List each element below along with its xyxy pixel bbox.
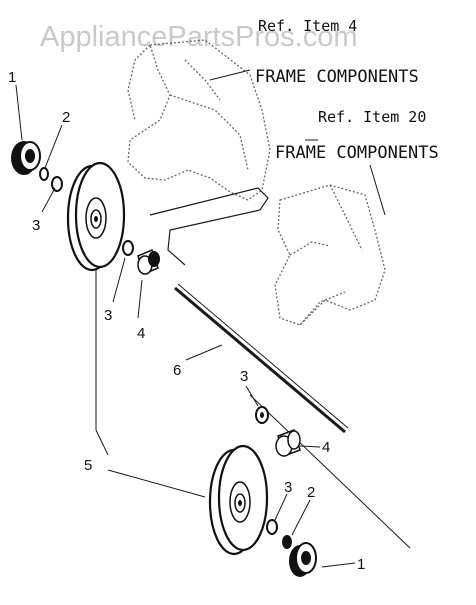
lower-washer-3-right xyxy=(266,519,278,535)
frame-components-upper-label: FRAME COMPONENTS xyxy=(255,67,419,87)
label-lower-washer-small: 2 xyxy=(307,484,315,501)
label-lower-cap: 1 xyxy=(357,556,365,573)
lower-washer-3-left xyxy=(255,406,269,424)
label-upper-washer: 3 xyxy=(32,217,40,234)
mounting-bracket xyxy=(149,187,269,266)
frame-upper-sketch xyxy=(127,39,271,201)
ref-item-4-label: Ref. Item 4 xyxy=(258,17,357,35)
upper-wheel xyxy=(66,161,126,272)
label-lower-wheel: 5 xyxy=(84,457,92,474)
label-lower-bushing: 4 xyxy=(322,439,330,456)
label-upper-washer-small: 2 xyxy=(62,109,70,126)
lower-bushing-4 xyxy=(275,429,301,457)
label-upper-cap: 1 xyxy=(8,69,16,86)
upper-cap-1 xyxy=(11,141,41,175)
label-upper-bushing: 4 xyxy=(137,325,145,342)
upper-spacer-washer-3 xyxy=(122,240,134,256)
axle-rod xyxy=(174,283,349,434)
label-lower-washer-left: 3 xyxy=(240,368,248,385)
lower-washer-2 xyxy=(282,535,292,549)
alignment-line xyxy=(249,394,411,549)
upper-washer-3 xyxy=(51,176,63,192)
lower-cap-1 xyxy=(289,542,317,577)
label-lower-washer-right: 3 xyxy=(284,479,292,496)
part-leaders xyxy=(15,84,356,568)
ref-item-20-label: Ref. Item 20 xyxy=(318,108,426,126)
upper-bushing-4 xyxy=(137,248,160,276)
callout-leaders xyxy=(209,69,386,216)
frame-lower-sketch xyxy=(274,184,386,326)
lower-wheel xyxy=(208,444,269,556)
label-axle: 6 xyxy=(173,362,181,379)
watermark-text: AppliancePartsPros.com xyxy=(40,21,358,53)
frame-components-lower-label: FRAME COMPONENTS xyxy=(275,143,439,163)
upper-washer-2 xyxy=(39,167,49,181)
label-upper-spacer-washer: 3 xyxy=(104,307,112,324)
